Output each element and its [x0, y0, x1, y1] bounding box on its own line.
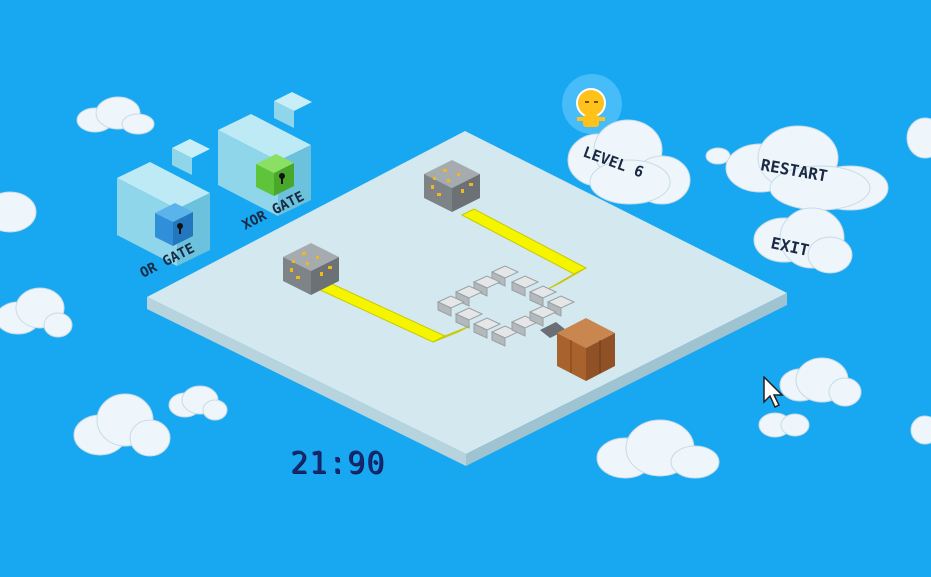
- cloud: [779, 357, 862, 407]
- cloud: [596, 419, 720, 479]
- wire-segment[interactable]: [547, 267, 587, 290]
- or-gate-lock-icon: [155, 203, 193, 246]
- cloud: [705, 147, 731, 165]
- cloud: [910, 415, 931, 445]
- wire-segment[interactable]: [432, 325, 471, 343]
- cloud: [758, 412, 810, 438]
- input-ore-block[interactable]: [283, 243, 339, 295]
- timer: 21:90: [290, 446, 386, 481]
- cloud: [73, 393, 171, 457]
- restart-button[interactable]: RESTART: [725, 125, 889, 211]
- xor-gate-slot[interactable]: [218, 92, 312, 216]
- cloud: [168, 385, 228, 421]
- background-clouds: [0, 96, 931, 479]
- or-gate-slot[interactable]: [117, 139, 210, 266]
- board-left-edge: [147, 297, 466, 466]
- socket-connector: [540, 322, 566, 338]
- input-ore-block[interactable]: [424, 160, 480, 212]
- cloud: [76, 96, 155, 135]
- xor-gate-lock-icon: [256, 154, 294, 196]
- cloud: [906, 117, 931, 159]
- gold-flecks: [290, 252, 332, 279]
- board-right-edge: [466, 293, 787, 466]
- cloud: [0, 287, 73, 338]
- level-indicator: LEVEL 6: [562, 74, 691, 205]
- exit-button[interactable]: EXIT: [753, 207, 853, 274]
- level-cloud: [567, 119, 691, 205]
- character-icon: [576, 88, 606, 127]
- cloud: [0, 191, 37, 233]
- gate-socket[interactable]: [436, 265, 576, 347]
- output-crate[interactable]: [557, 318, 615, 381]
- mouse-cursor-icon: [763, 376, 784, 409]
- gold-flecks: [431, 169, 473, 196]
